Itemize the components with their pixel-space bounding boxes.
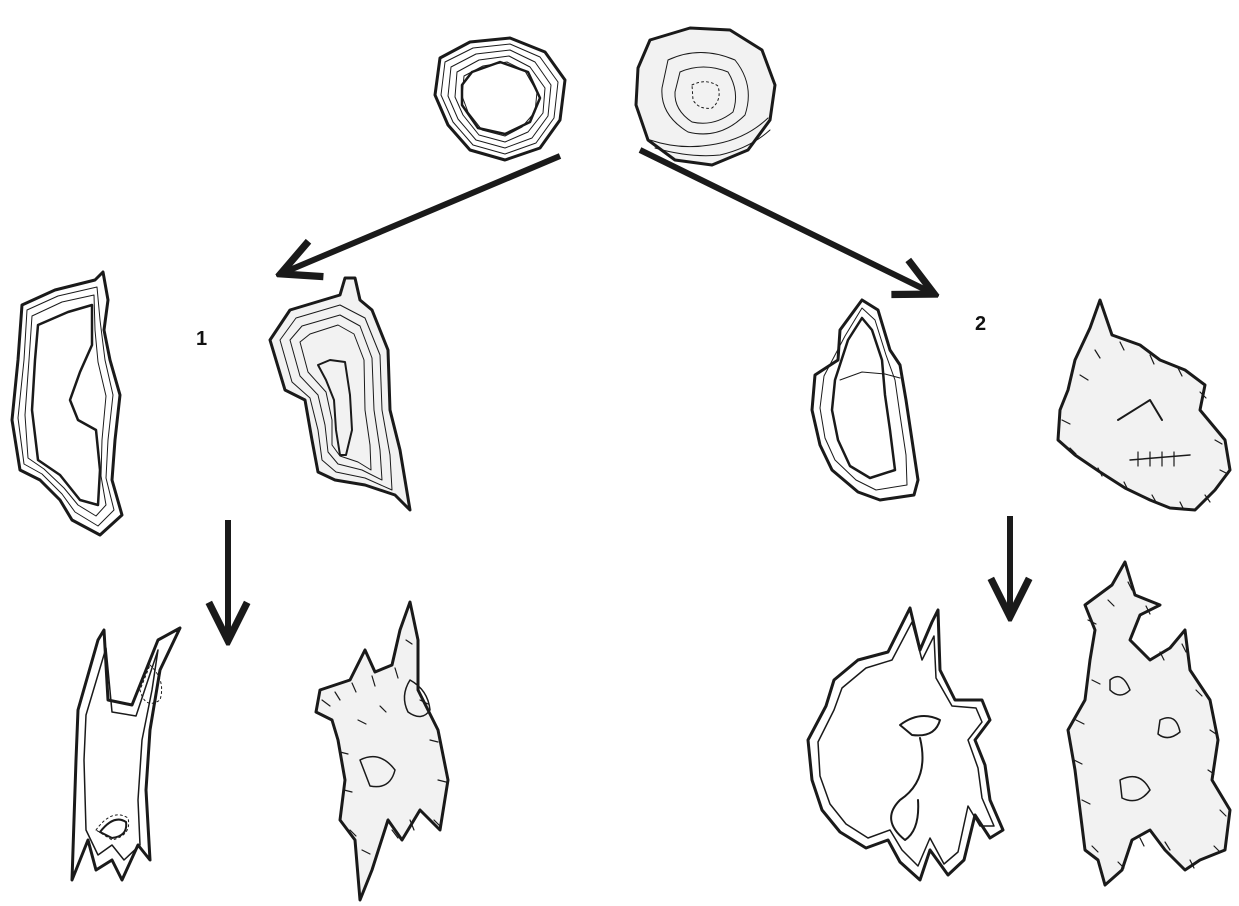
arrow-to-pathway-2 [640, 150, 930, 292]
initial-ring-view [435, 38, 565, 160]
pathway-2-stage-2-ring [812, 300, 918, 500]
pathway-2-stage-3-shell [808, 608, 1003, 880]
arrow-to-pathway-1 [285, 156, 560, 272]
pathway-1-stage-3-solid [316, 602, 448, 900]
pathway-1-label: 1 [196, 328, 207, 350]
pathway-1-stage-2-ring [12, 272, 122, 535]
pathway-2-stage-2-solid [1058, 300, 1230, 510]
pathway-1-stage-2-solid [270, 278, 410, 510]
initial-solid-view [636, 28, 775, 165]
pathway-1-stage-3-shell [72, 628, 180, 880]
pathway-2-stage-3-solid [1068, 562, 1230, 885]
pathway-2-label: 2 [975, 313, 986, 335]
